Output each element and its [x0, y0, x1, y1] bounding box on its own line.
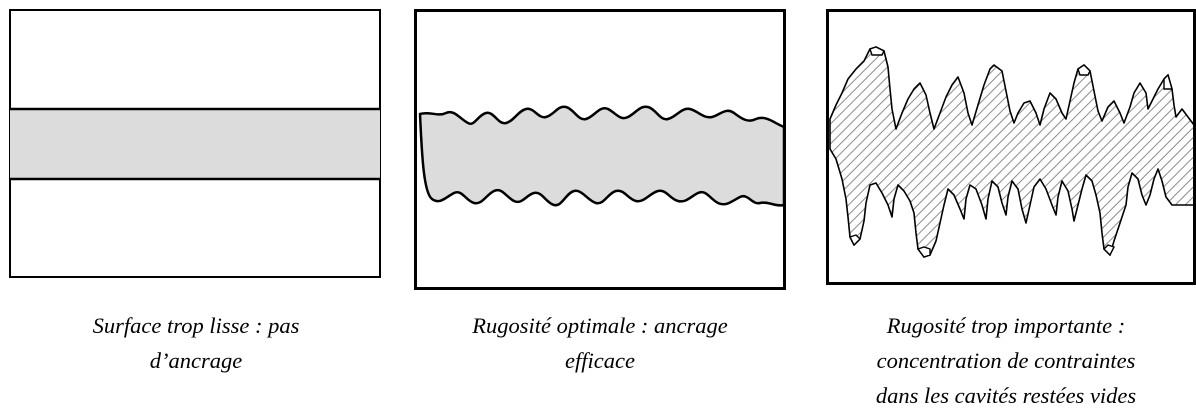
optimal-adhesive-layer: [418, 105, 786, 207]
cavity-void: [849, 234, 861, 247]
caption-line: concentration de contraintes: [876, 348, 1136, 373]
caption-smooth-surface: Surface trop lisse : pas d’ancrage: [0, 308, 392, 378]
panel-optimal-roughness: [414, 9, 786, 290]
smooth-surface-diagram: [9, 9, 381, 278]
caption-excessive-roughness: Rugosité trop importante : concentration…: [816, 308, 1196, 413]
optimal-roughness-diagram: [414, 9, 786, 290]
caption-line: Surface trop lisse : pas: [92, 313, 300, 338]
cavity-void: [916, 246, 931, 258]
cavity-void: [1077, 64, 1091, 76]
excessive-roughness-diagram: [826, 9, 1196, 285]
caption-optimal-roughness: Rugosité optimale : ancrage efficace: [405, 308, 795, 378]
panel-smooth-surface: [9, 9, 381, 278]
caption-line: Rugosité trop importante :: [886, 313, 1126, 338]
excessive-adhesive-layer: [829, 46, 1195, 258]
panel-excessive-roughness: [826, 9, 1196, 285]
caption-line: d’ancrage: [149, 348, 243, 373]
caption-line: efficace: [565, 348, 635, 373]
cavity-void: [869, 46, 885, 56]
cavity-void: [1103, 244, 1115, 257]
caption-line: dans les cavités restées vides: [875, 383, 1137, 408]
smooth-adhesive-layer: [10, 109, 380, 179]
cavity-void: [1163, 73, 1173, 90]
caption-line: Rugosité optimale : ancrage: [472, 313, 728, 338]
